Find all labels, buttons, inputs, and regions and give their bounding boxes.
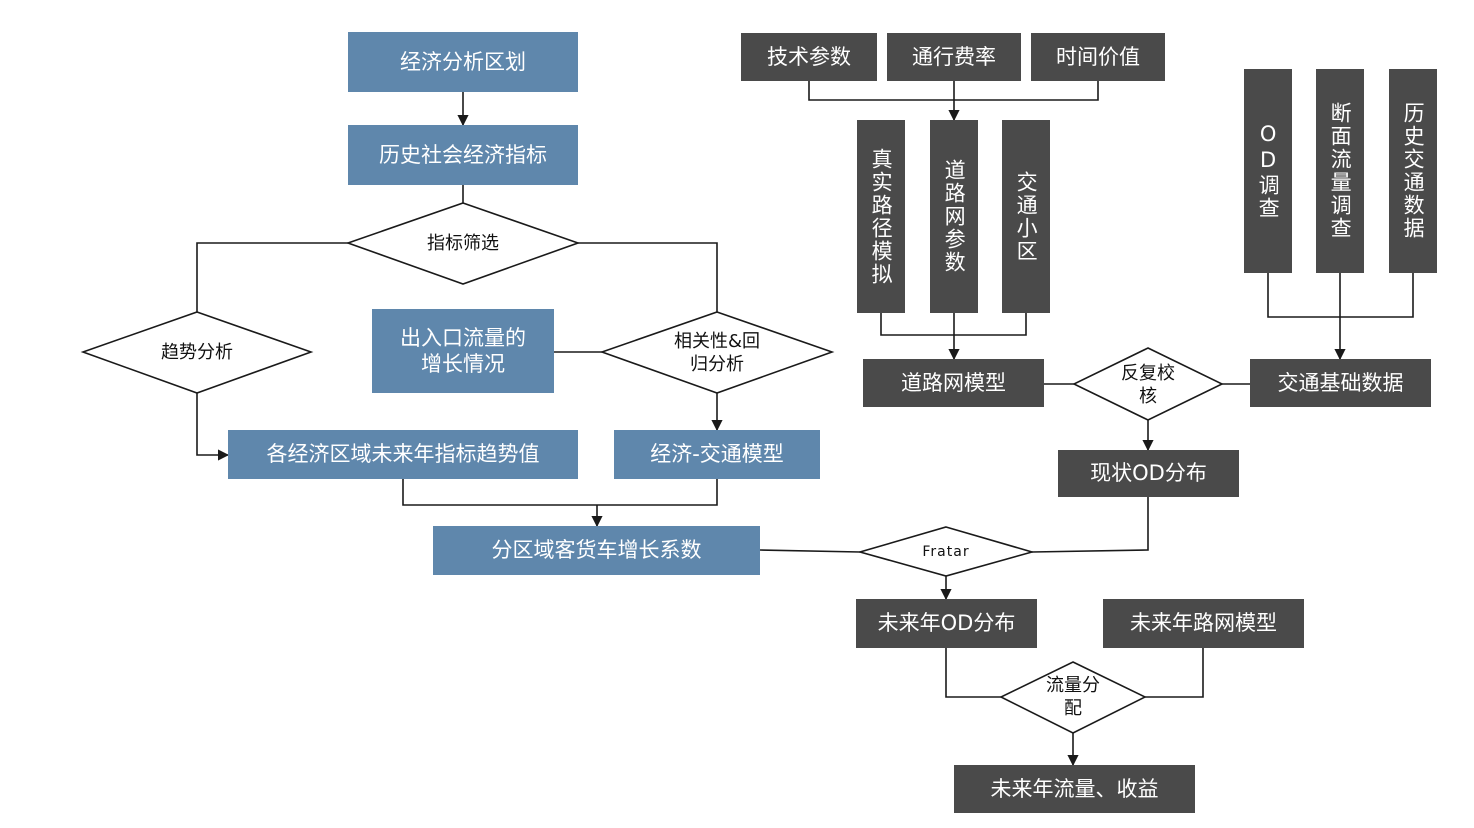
connector-coefficients-to-fratar: [759, 549, 861, 553]
historic-indicators-box: 历史社会经济指标: [348, 125, 578, 185]
trend-analysis-label: 趋势分析: [161, 342, 233, 364]
correlation-regression-label: 相关性&回归分析: [673, 330, 761, 375]
current-od-box: 现状OD分布: [1058, 450, 1239, 497]
repeat-calibration-label: 反复校核: [1121, 362, 1175, 407]
zoning-box: 经济分析区划: [348, 32, 578, 92]
future-flow-revenue-box: 未来年流量、收益: [954, 765, 1195, 813]
future-network-box: 未来年路网模型: [1103, 599, 1304, 648]
tech-params-box: 技术参数: [741, 33, 877, 81]
indicator-screening-diamond: [345, 202, 581, 285]
network-params-box: 道路网参数: [930, 120, 978, 313]
future-od-box: 未来年OD分布: [856, 599, 1037, 648]
traffic-zones-box: 交通小区: [1002, 120, 1050, 313]
od-survey-box: OD调查: [1244, 69, 1292, 273]
connector-current-od-to-fratar: [1031, 497, 1149, 553]
connector-screening-right: [578, 242, 718, 312]
fratar-label: Fratar: [922, 543, 970, 560]
indicator-screening-label: 指标筛选: [427, 233, 499, 255]
connector-future-network-to-assignment: [1145, 648, 1204, 698]
future-trend-values-box: 各经济区域未来年指标趋势值: [228, 430, 578, 479]
growth-coefficients-box: 分区域客货车增长系数: [433, 526, 760, 575]
basic-traffic-data-box: 交通基础数据: [1250, 359, 1431, 407]
time-value-box: 时间价值: [1031, 33, 1165, 81]
connector-values-to-coefficients: [402, 479, 718, 506]
connector-screening-left: [196, 242, 348, 312]
entry-exit-growth-box: 出入口流量的增长情况: [372, 309, 554, 393]
connector-future-od-to-assignment: [945, 648, 1001, 698]
econ-traffic-model-box: 经济-交通模型: [614, 430, 820, 479]
network-model-box: 道路网模型: [863, 359, 1044, 407]
toll-rate-box: 通行费率: [887, 33, 1021, 81]
historic-traffic-data-box: 历史交通数据: [1389, 69, 1437, 273]
section-flow-survey-box: 断面流量调查: [1316, 69, 1364, 273]
route-simulation-box: 真实路径模拟: [857, 120, 905, 313]
connector-trend-to-values: [196, 393, 230, 461]
assignment-label: 流量分配: [1046, 674, 1100, 719]
